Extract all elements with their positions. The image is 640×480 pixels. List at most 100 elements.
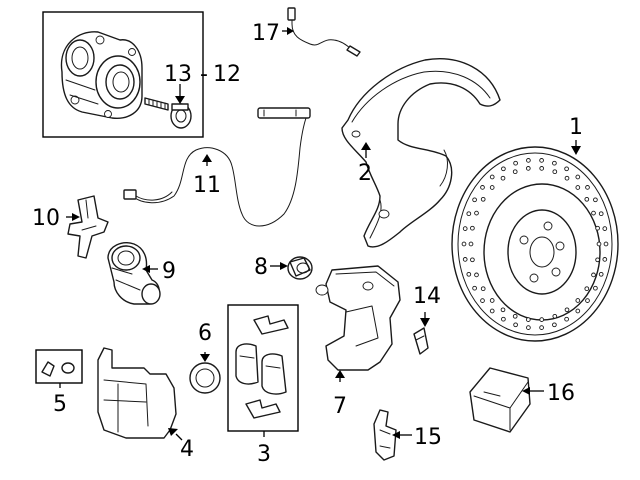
drill-hole	[474, 210, 479, 216]
drill-hole	[470, 225, 475, 231]
drill-hole	[489, 174, 495, 180]
parking-brake-actuator	[107, 242, 161, 305]
drill-hole	[585, 298, 590, 303]
drill-hole	[525, 166, 531, 171]
callout-3: 3	[257, 442, 271, 467]
callout-12: 12	[213, 62, 241, 87]
drill-hole	[466, 271, 472, 277]
drill-hole	[575, 298, 581, 303]
drill-hole	[598, 211, 604, 217]
callout-6: 6	[198, 321, 212, 346]
callout-15: 15	[414, 425, 442, 450]
drill-hole	[539, 325, 544, 330]
callout-8: 8	[254, 255, 268, 280]
drill-hole	[470, 257, 475, 263]
drill-hole	[489, 298, 495, 303]
guide-bushing	[287, 256, 313, 280]
drill-hole	[584, 196, 590, 202]
drill-hole	[575, 174, 581, 180]
abutment-clip	[413, 327, 429, 355]
bleeder-screw	[41, 361, 75, 377]
pad-kit-box	[227, 304, 299, 432]
drill-hole	[595, 257, 600, 263]
drill-hole	[501, 166, 506, 172]
pad-clips-bottom	[245, 399, 281, 419]
drill-hole	[466, 211, 472, 217]
callout-12-separator: -	[200, 62, 208, 87]
anti-rattle-spring	[373, 409, 397, 461]
drill-hole	[512, 313, 518, 319]
drill-hole	[584, 286, 590, 292]
callout-1: 1	[569, 115, 583, 140]
drill-hole	[474, 272, 479, 278]
drill-hole	[512, 169, 518, 175]
drill-hole	[602, 226, 608, 231]
disc-cross-drill-holes	[461, 158, 609, 330]
drill-hole	[489, 185, 495, 190]
control-module	[469, 367, 531, 433]
drill-hole	[525, 317, 531, 322]
drill-hole	[591, 210, 596, 216]
drill-hole	[603, 241, 609, 247]
drill-hole	[539, 317, 545, 322]
drill-hole	[552, 160, 557, 166]
drill-hole	[480, 185, 485, 190]
drill-hole	[501, 316, 506, 322]
wear-sensor-17	[287, 7, 361, 57]
drill-hole	[513, 322, 518, 328]
drill-hole	[595, 225, 600, 231]
drill-hole	[461, 241, 467, 247]
callout-17: 17	[252, 21, 280, 46]
piston-seal	[189, 362, 221, 394]
drill-hole	[462, 226, 468, 231]
drill-hole	[526, 158, 531, 163]
brake-disc	[451, 146, 619, 342]
drill-hole	[564, 307, 570, 313]
drill-hole	[539, 166, 545, 171]
callout-11: 11	[193, 173, 221, 198]
bleeder-kit-box	[35, 349, 83, 384]
callout-4: 4	[180, 437, 194, 462]
drill-hole	[539, 158, 544, 163]
callout-2: 2	[358, 161, 372, 186]
drill-hole	[526, 325, 531, 330]
brake-pads	[235, 343, 287, 395]
drill-hole	[472, 285, 477, 291]
drill-hole	[564, 316, 569, 322]
drill-hole	[598, 271, 604, 277]
drill-hole	[602, 257, 608, 262]
drill-hole	[462, 257, 468, 262]
drill-hole	[564, 175, 570, 181]
drill-hole	[564, 166, 569, 172]
pad-clips-top	[253, 315, 289, 335]
drill-hole	[480, 286, 486, 292]
callout-14: 14	[413, 284, 441, 309]
drill-hole	[552, 169, 558, 175]
drill-hole	[500, 307, 506, 313]
drill-hole	[489, 308, 495, 314]
drill-hole	[480, 196, 486, 202]
dust-shield	[341, 58, 501, 248]
callout-16: 16	[547, 381, 575, 406]
drill-hole	[575, 308, 581, 314]
drill-hole	[552, 313, 558, 319]
drill-hole	[591, 272, 596, 278]
drill-hole	[513, 160, 518, 166]
drill-hole	[552, 322, 557, 328]
caliper-bracket	[315, 265, 401, 371]
callout-9: 9	[162, 259, 176, 284]
drill-hole	[575, 185, 581, 190]
drill-hole	[500, 175, 506, 181]
sensor-bracket	[67, 195, 109, 259]
drill-hole	[585, 185, 590, 190]
hub-kit-box	[42, 11, 204, 138]
drill-hole	[480, 298, 485, 303]
drill-hole	[472, 197, 477, 203]
brake-caliper	[97, 347, 177, 439]
drill-hole	[593, 197, 598, 203]
callout-7: 7	[333, 394, 347, 419]
callout-5: 5	[53, 392, 67, 417]
wheel-hub-bearing	[60, 31, 143, 119]
